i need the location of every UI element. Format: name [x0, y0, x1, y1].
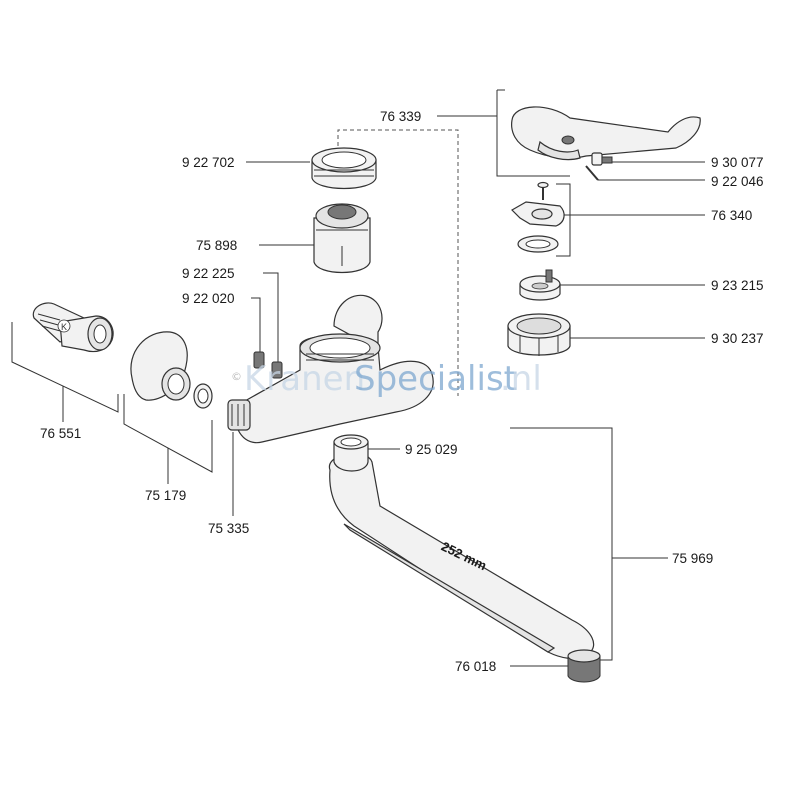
label-922702: 9 22 702	[182, 155, 235, 170]
label-922046: 9 22 046	[711, 174, 764, 189]
part-labels: 76 339 9 30 077 9 22 046 76 340 9 23 215…	[40, 109, 764, 674]
watermark-part3: .nl	[500, 359, 542, 399]
leader-lines	[11, 89, 705, 667]
aerator-part	[567, 649, 601, 683]
part-marking-k: K	[61, 322, 67, 332]
label-75898: 75 898	[196, 238, 237, 253]
label-925029: 9 25 029	[405, 442, 458, 457]
watermark-copyright: ©	[231, 370, 242, 383]
cartridge-nut-part	[507, 313, 571, 356]
s-connector-part: K	[32, 302, 114, 353]
watermark-part1: Kranen	[244, 359, 365, 399]
label-76551: 76 551	[40, 426, 81, 441]
threaded-ring-part	[311, 147, 377, 190]
label-76018: 76 018	[455, 659, 496, 674]
label-75179: 75 179	[145, 488, 186, 503]
handle-adapter-part	[511, 181, 565, 253]
label-75335: 75 335	[208, 521, 249, 536]
small-screws-part	[253, 351, 283, 379]
watermark-part2: Specialist	[354, 359, 517, 399]
watermark: © Kranen Specialist .nl	[231, 359, 542, 399]
label-930077: 9 30 077	[711, 155, 764, 170]
label-930237: 9 30 237	[711, 331, 764, 346]
wall-rosette-part	[130, 331, 213, 409]
thermo-cartridge-part	[313, 203, 371, 273]
pin-part-922046	[585, 165, 599, 181]
cartridge-top-part	[519, 269, 561, 301]
screw-part-930077	[591, 152, 613, 166]
label-76339: 76 339	[380, 109, 421, 124]
label-922020: 9 22 020	[182, 291, 235, 306]
spout-part: 252 mm	[329, 434, 595, 660]
label-923215: 9 23 215	[711, 278, 764, 293]
label-922225: 9 22 225	[182, 266, 235, 281]
lever-handle-part	[511, 106, 701, 161]
mixer-body-part	[227, 294, 434, 444]
label-75969: 75 969	[672, 551, 713, 566]
label-76340: 76 340	[711, 208, 752, 223]
